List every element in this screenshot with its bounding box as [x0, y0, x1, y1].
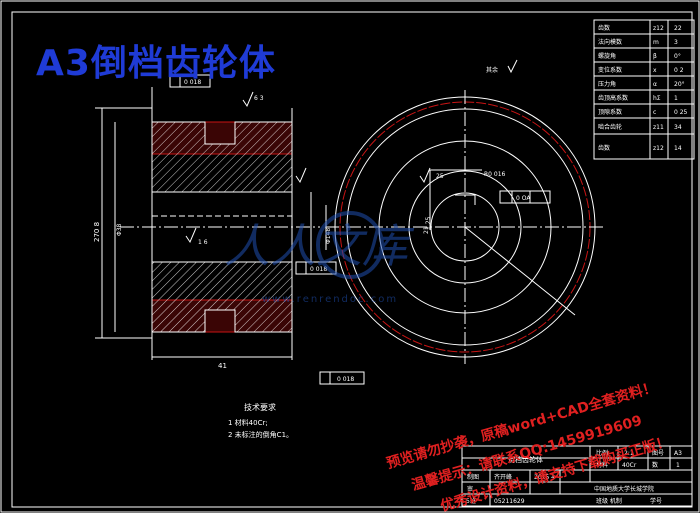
ra-a: 1 25 — [425, 216, 432, 230]
school: 中国地质大学长城学院 — [594, 485, 654, 493]
param-val-7: 34 — [674, 124, 682, 131]
count-label: 数 — [652, 461, 658, 469]
param-val-3: 0 2 — [674, 67, 684, 74]
param-sym-1: m — [653, 39, 659, 46]
param-label-7: 啮合齿轮 — [598, 123, 622, 131]
dim-21: 21 — [423, 226, 430, 234]
param-val-6: 0 25 — [674, 109, 688, 116]
tol-circ: 0 OA — [516, 195, 531, 202]
surface-note: 其余 — [486, 66, 498, 74]
param-sym-7: z11 — [653, 124, 664, 131]
check-label: 审 — [467, 485, 473, 493]
tol-top: 0 018 — [184, 79, 201, 86]
drawn-name: 齐开峰 — [494, 473, 512, 481]
material-val: 40Cr — [622, 462, 637, 469]
tol-side: 0 018 — [310, 266, 327, 273]
scale-label: 比例 — [596, 449, 608, 457]
logo-url: www.renrendoc.com — [262, 294, 398, 305]
param-sym-3: x — [653, 67, 657, 74]
param-label-1: 法向模数 — [598, 38, 622, 46]
ra-bore: 1 6 — [198, 239, 208, 246]
tech-req-item-2: 2 未标注的倒角C1。 — [228, 430, 293, 439]
dim-od: 270 8 — [93, 222, 101, 242]
param-label-3: 变位系数 — [598, 66, 622, 74]
param-label-6: 顶隙系数 — [598, 108, 622, 116]
r-label: R0 016 — [484, 171, 506, 178]
title-block — [461, 445, 693, 507]
no-label: 学号 — [650, 497, 662, 505]
sheet-label: 图号 — [652, 450, 664, 457]
dept-label: 班级 机制 — [596, 497, 622, 505]
param-sym-8: z12 — [653, 145, 664, 152]
dim-25: 25 — [436, 173, 444, 180]
param-val-8: 14 — [674, 145, 682, 152]
param-label-2: 螺旋角 — [598, 52, 616, 60]
param-val-5: 1 — [674, 95, 678, 102]
sheet-val: A3 — [674, 450, 682, 457]
dim-bore2: Φ148 — [325, 228, 332, 244]
param-val-0: 22 — [674, 25, 682, 32]
param-sym-2: β — [653, 53, 657, 60]
tech-req-item-1: 1 材料40Cr; — [228, 418, 268, 427]
material-label: 材料 — [596, 461, 608, 469]
tech-req-title: 技术要求 — [244, 402, 276, 412]
param-label-4: 压力角 — [598, 80, 616, 88]
params-table: 齿数 z12 22 法向模数 m 3 螺旋角 β 0° 变位系数 x 0 2 压力角 α 20° 齿顶高系数 h… — [593, 19, 695, 160]
class-val: 5班 — [466, 497, 476, 505]
dim-bore1: Φ38 — [116, 223, 123, 236]
draw-date: 2015 4 — [534, 474, 555, 481]
param-val-4: 20° — [674, 81, 685, 88]
dim-width: 41 — [218, 362, 227, 370]
watermark-logo: 人人文库 www.renrendoc.com — [224, 211, 415, 305]
main-title: A3倒档齿轮体 — [36, 43, 276, 84]
part-name: 倒档齿轮体 — [508, 455, 543, 464]
student-no: 05211629 — [494, 498, 525, 505]
param-sym-0: z12 — [653, 25, 664, 32]
param-sym-5: hΣ — [653, 95, 661, 102]
param-label-0: 齿数 — [598, 24, 610, 32]
logo-text: 人人文库 — [224, 219, 415, 273]
scale-val: 2:1 — [624, 450, 634, 457]
front-view — [325, 59, 605, 364]
param-label-8: 齿数 — [598, 144, 610, 152]
count-val: 1 — [676, 462, 680, 469]
param-sym-4: α — [653, 81, 657, 88]
tol-bottom: 0 018 — [337, 376, 354, 383]
param-label-5: 齿顶高系数 — [598, 94, 628, 102]
param-val-2: 0° — [674, 53, 681, 60]
drawn-label: 制图 — [467, 473, 479, 481]
param-val-1: 3 — [674, 39, 678, 46]
section-view — [95, 74, 365, 385]
param-sym-6: c — [653, 109, 656, 116]
inner-border — [11, 11, 693, 508]
ra-top: 6 3 — [254, 95, 264, 102]
